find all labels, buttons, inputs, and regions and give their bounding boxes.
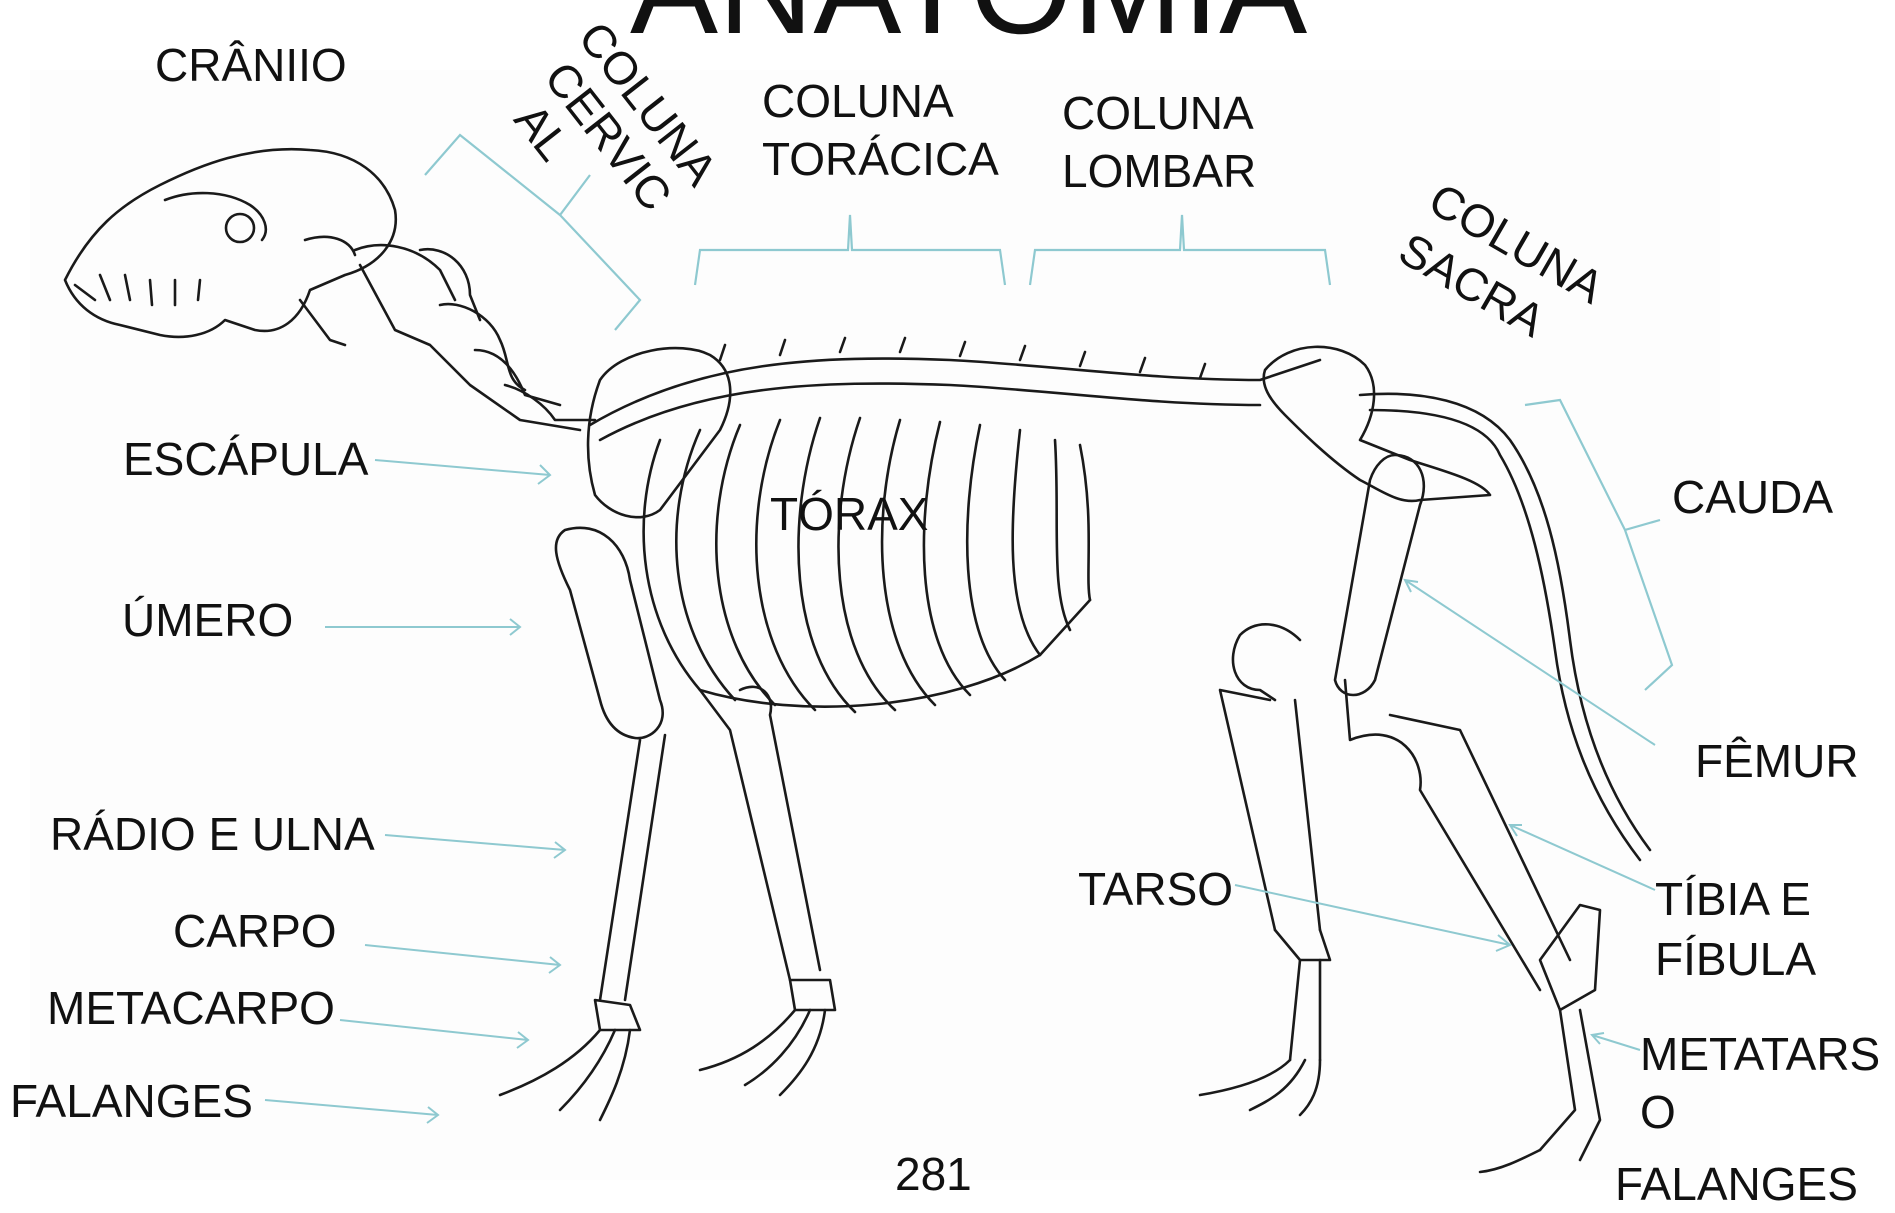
label-tarso: TARSO [1078,860,1233,918]
label-metacarpo: METACARPO [47,979,335,1037]
label-falanges-hind: FALANGES [1615,1155,1858,1213]
label-coluna-lombar-line2: LOMBAR [1062,142,1256,200]
label-cranio: CRÂNIIO [155,36,347,94]
label-escapula: ESCÁPULA [123,430,368,488]
label-metatarso-line2: O [1640,1083,1676,1141]
label-falanges-front: FALANGES [10,1072,253,1130]
label-cauda: CAUDA [1672,468,1833,526]
label-radio-ulna: RÁDIO E ULNA [50,805,375,863]
label-coluna-toracica-line2: TORÁCICA [762,130,999,188]
label-coluna-toracica-line1: COLUNA [762,72,954,130]
label-torax: TÓRAX [770,485,928,543]
label-tibia-fibula-line1: TÍBIA E [1655,870,1811,928]
label-metatarso-line1: METATARS [1640,1025,1880,1083]
label-femur: FÊMUR [1695,732,1859,790]
label-umero: ÚMERO [122,591,293,649]
label-tibia-fibula-line2: FÍBULA [1655,930,1816,988]
slide-title: ANATOMIA [630,0,1307,54]
label-carpo: CARPO [173,902,337,960]
page-number: 281 [895,1145,972,1203]
label-coluna-lombar-line1: COLUNA [1062,84,1254,142]
